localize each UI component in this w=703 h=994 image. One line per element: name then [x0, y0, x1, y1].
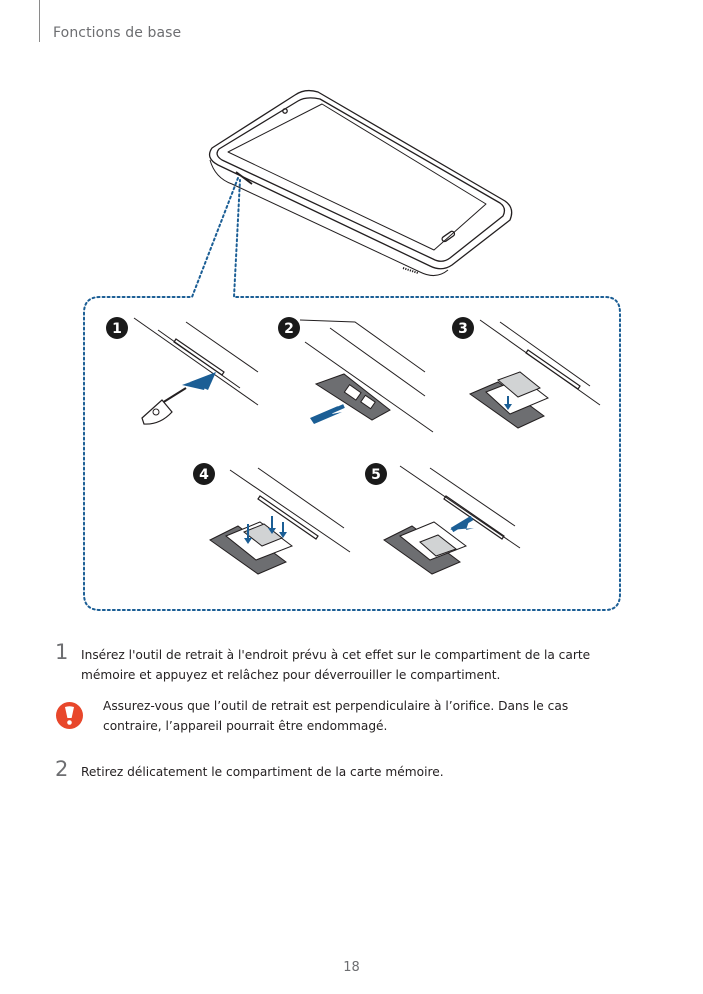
svg-text:3: 3: [458, 321, 468, 337]
svg-text:1: 1: [112, 321, 122, 337]
svg-text:2: 2: [284, 321, 294, 337]
step-text-2: Retirez délicatement le compartiment de …: [81, 765, 444, 779]
panel-1: [133, 317, 259, 425]
step-badge-4: 4: [193, 463, 215, 485]
step-badge-5: 5: [365, 463, 387, 485]
dotted-callout: [83, 177, 621, 611]
header-rule: [39, 0, 40, 42]
step-text-1: Insérez l'outil de retrait à l'endroit p…: [81, 648, 591, 682]
step-number-1: 1: [55, 640, 69, 664]
panel-3: [468, 319, 601, 429]
tablet-illustration: [208, 89, 513, 276]
page-number: 18: [343, 960, 360, 975]
step-number-2: 2: [55, 757, 69, 781]
caution-text: Assurez-vous que l’outil de retrait est …: [103, 699, 569, 733]
panel-2: [299, 319, 434, 433]
section-title: Fonctions de base: [53, 25, 182, 41]
svg-text:5: 5: [371, 467, 381, 483]
step-badge-2: 2: [278, 317, 300, 339]
sd-card-figure: 1 2 3 4 5: [83, 89, 621, 611]
svg-text:4: 4: [199, 467, 209, 483]
step-badge-1: 1: [106, 317, 128, 339]
panel-5: [383, 465, 521, 575]
caution-icon: [56, 702, 83, 729]
step-badge-3: 3: [452, 317, 474, 339]
panel-4: [209, 467, 351, 575]
